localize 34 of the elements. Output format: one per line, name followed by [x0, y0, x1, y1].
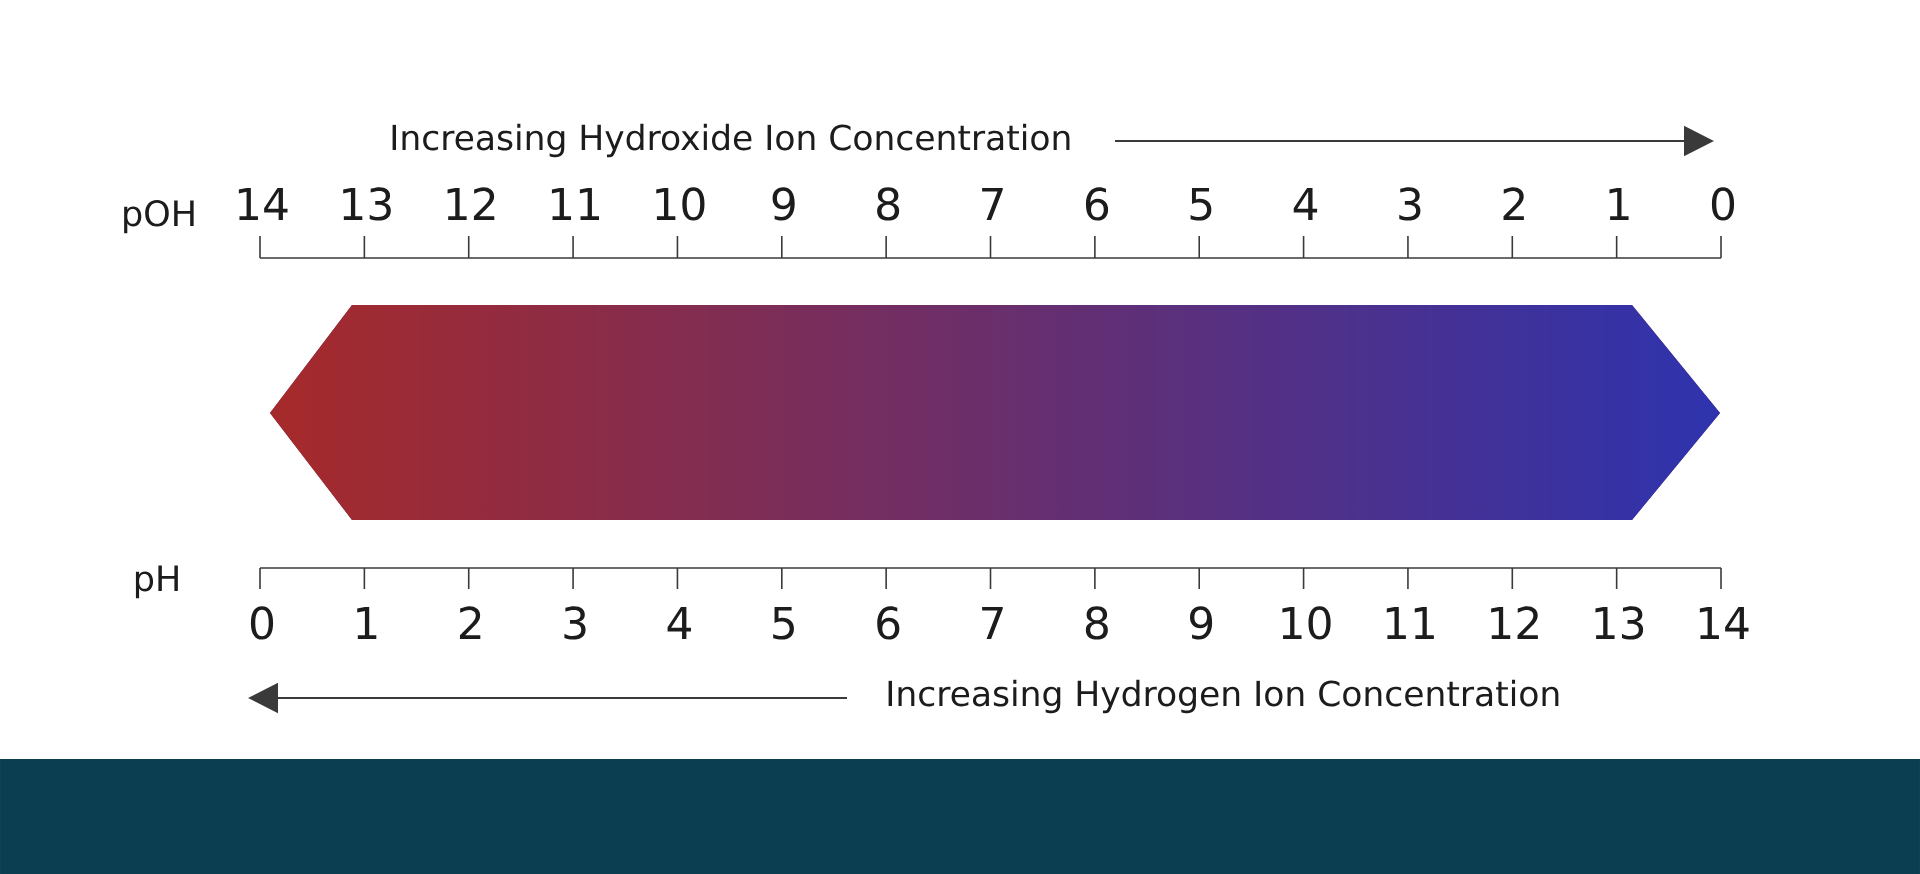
- tick-label: 12: [1491, 606, 1538, 639]
- tick-label: 0: [1711, 187, 1735, 221]
- tick-label: 3: [1399, 187, 1421, 221]
- tick-label: 0: [250, 606, 274, 640]
- tick-label: 6: [1085, 187, 1109, 221]
- tick-label: 5: [1190, 187, 1212, 221]
- tick-label: 2: [459, 606, 481, 639]
- scale-name: pOH: [124, 200, 194, 234]
- tick-label: 12: [447, 187, 495, 220]
- scale-name: pH: [135, 565, 178, 599]
- tick-label: 7: [982, 187, 1003, 220]
- tick-label: 10: [656, 187, 705, 221]
- tick-label: 13: [343, 187, 391, 221]
- tick-label: 13: [1595, 606, 1644, 640]
- tick-label: 11: [1386, 606, 1434, 639]
- tick-label: 6: [877, 606, 900, 640]
- tick-label: 2: [1503, 187, 1524, 220]
- tick-label: 14: [1699, 606, 1749, 639]
- tick-label: 4: [667, 606, 691, 639]
- tick-label: 7: [982, 606, 1003, 639]
- tick-label: 10: [1282, 606, 1331, 640]
- tick-label: 1: [1609, 187, 1629, 220]
- tick-label: 5: [773, 606, 794, 640]
- direction-label: Increasing Hydroxide Ion Concentration: [392, 123, 1070, 158]
- tick-label: 8: [1085, 606, 1108, 640]
- tick-label: 8: [877, 187, 900, 221]
- tick-label: 3: [564, 606, 586, 640]
- tick-label: 9: [1190, 606, 1213, 640]
- tick-label: 4: [1293, 187, 1318, 220]
- tick-label: 1: [357, 606, 377, 639]
- tick-label: 9: [772, 187, 795, 221]
- tick-label: 11: [551, 187, 599, 220]
- tick-label: 14: [238, 187, 288, 220]
- direction-label: Increasing Hydrogen Ion Concentration: [888, 679, 1559, 714]
